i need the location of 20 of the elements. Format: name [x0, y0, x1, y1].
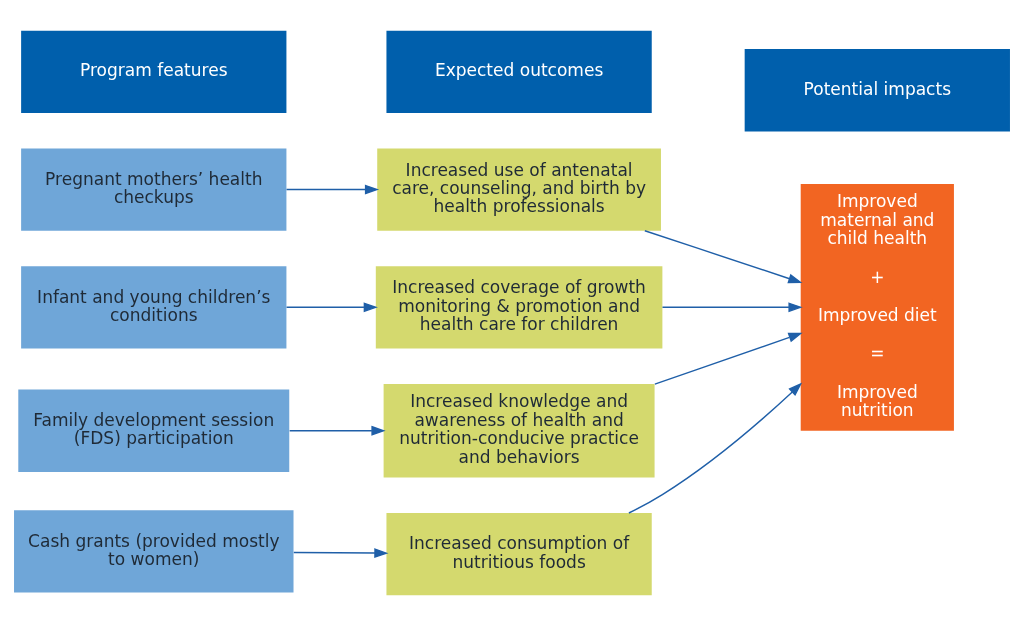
node-box: Increased coverage of growth monitoring & promotion and health care for children [375, 266, 663, 349]
node-box: Program features [21, 30, 287, 113]
node-box: Infant and young children’s conditions [21, 266, 287, 349]
node-box: Expected outcomes [386, 30, 652, 113]
node-box: Increased use of antenatal care, counseling, and birth by health professionals [377, 148, 661, 231]
arrow [288, 425, 386, 436]
node-box: Cash grants (provided mostly to women) [14, 510, 294, 593]
arrow [285, 184, 380, 195]
arrow [661, 302, 803, 313]
node-box: Family development session (FDS) participation [18, 389, 290, 472]
arrow [628, 382, 803, 514]
node-box: Improved maternal and child health + Improved diet = Improved nutrition [800, 183, 954, 431]
arrow [644, 230, 803, 284]
node-box: Potential impacts [744, 49, 1010, 132]
node-box: Increased consumption of nutritious foods [386, 513, 652, 596]
arrow [285, 302, 378, 313]
arrow [654, 332, 803, 385]
arrow [293, 548, 389, 559]
node-box: Pregnant mothers’ health checkups [21, 148, 287, 231]
node-box: Increased knowledge and awareness of health and nutrition-conducive practice and behaviors [383, 383, 655, 478]
